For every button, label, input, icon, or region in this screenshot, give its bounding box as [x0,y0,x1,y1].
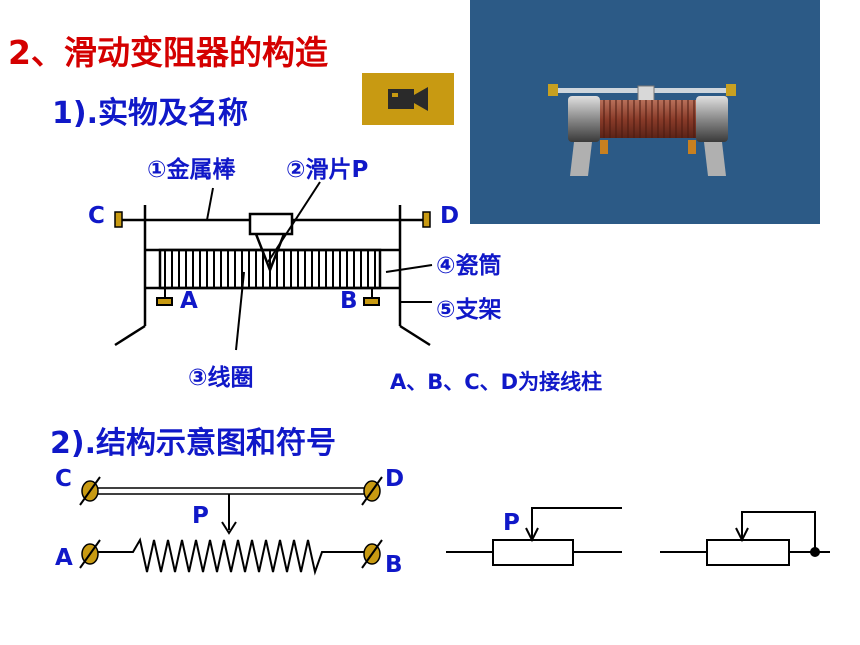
video-play-button[interactable] [362,73,454,125]
terminal-c [114,211,123,228]
symbol-label-c: C [55,466,72,492]
label-terminal-a: A [180,288,198,314]
section1-title: 1).实物及名称 [52,96,248,131]
symbol-label-d: D [385,466,405,492]
label-metal-rod: ①金属棒 [147,157,236,183]
camera-icon [388,87,428,111]
terminals-note: A、B、C、D为接线柱 [390,370,603,394]
terminal-c-symbol [79,476,101,506]
terminal-b-symbol [361,539,383,569]
label-slider: ②滑片P [286,157,369,183]
label-terminal-c: C [88,203,105,229]
section2-title: 2).结构示意图和符号 [50,426,336,461]
symbol-label-p: P [192,503,209,529]
symbol-label-a: A [55,545,73,571]
coil-windings [164,250,376,288]
junction-dot [810,547,820,557]
label-terminal-d: D [440,203,460,229]
rheostat-symbol-1 [446,507,622,566]
terminal-d-symbol [361,476,383,506]
label-coil: ③线圈 [188,365,254,391]
terminal-b [363,288,380,306]
rheostat-photo [470,0,820,224]
terminal-d [422,211,431,228]
rheostat-symbol-p-label: P [503,510,520,536]
page-heading: 2、滑动变阻器的构造 [8,33,328,72]
label-terminal-b: B [340,288,358,314]
terminal-a-symbol [79,539,101,569]
label-bracket: ⑤支架 [436,297,502,323]
symbol-label-b: B [385,552,403,578]
label-porcelain-tube: ④瓷筒 [436,253,502,279]
terminal-a [156,288,173,306]
rheostat-symbol-2 [660,511,830,566]
slider-p [248,212,294,274]
